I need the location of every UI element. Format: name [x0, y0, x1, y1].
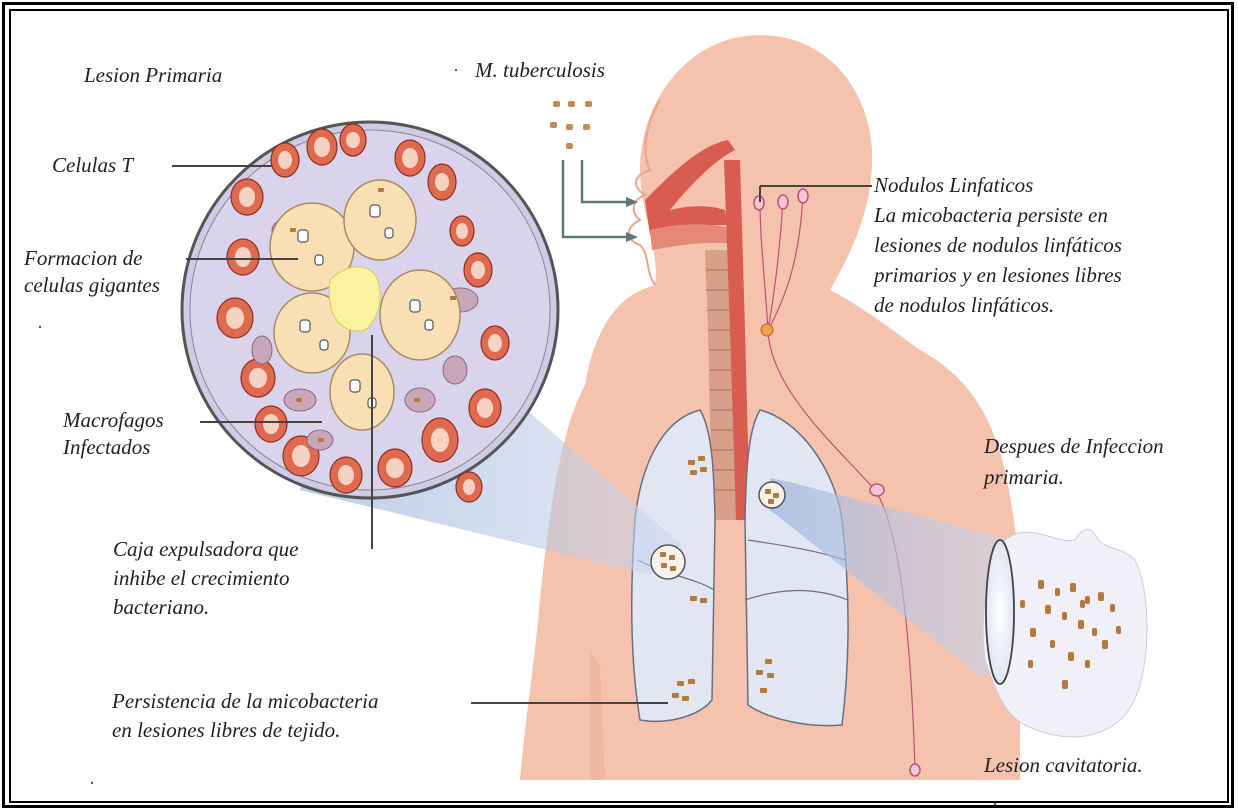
- label-celulas-t: Celulas T: [52, 152, 133, 179]
- label-nodulos-5: de nodulos linfáticos.: [874, 292, 1054, 319]
- label-caja-1: Caja expulsadora que: [113, 536, 298, 563]
- label-nodulos-4: primarios y en lesiones libres: [874, 262, 1122, 289]
- label-caja-3: bacteriano.: [113, 594, 209, 621]
- label-persistencia-2: en lesiones libres de tejido.: [112, 717, 340, 744]
- inner-border: [9, 9, 1229, 803]
- label-lesion-primaria: Lesion Primaria: [84, 62, 222, 89]
- label-macrofagos-1: Macrofagos: [63, 407, 164, 434]
- label-lesion-cavitatoria: Lesion cavitatoria.: [984, 752, 1143, 779]
- label-despues-2: primaria.: [984, 464, 1064, 491]
- label-macrofagos-2: Infectados: [63, 434, 150, 461]
- label-nodulos-1: Nodulos Linfaticos: [874, 172, 1033, 199]
- label-caja-2: inhibe el crecimiento: [113, 565, 290, 592]
- label-formacion-1: Formacion de: [24, 245, 142, 272]
- label-despues-1: Despues de Infeccion: [984, 433, 1164, 460]
- label-persistencia-1: Persistencia de la micobacteria: [112, 688, 379, 715]
- label-formacion-2: celulas gigantes: [24, 272, 160, 299]
- label-m-tuberculosis: M. tuberculosis: [475, 57, 605, 84]
- label-nodulos-2: La micobacteria persiste en: [874, 202, 1108, 229]
- label-nodulos-3: lesiones de nodulos linfáticos: [874, 232, 1122, 259]
